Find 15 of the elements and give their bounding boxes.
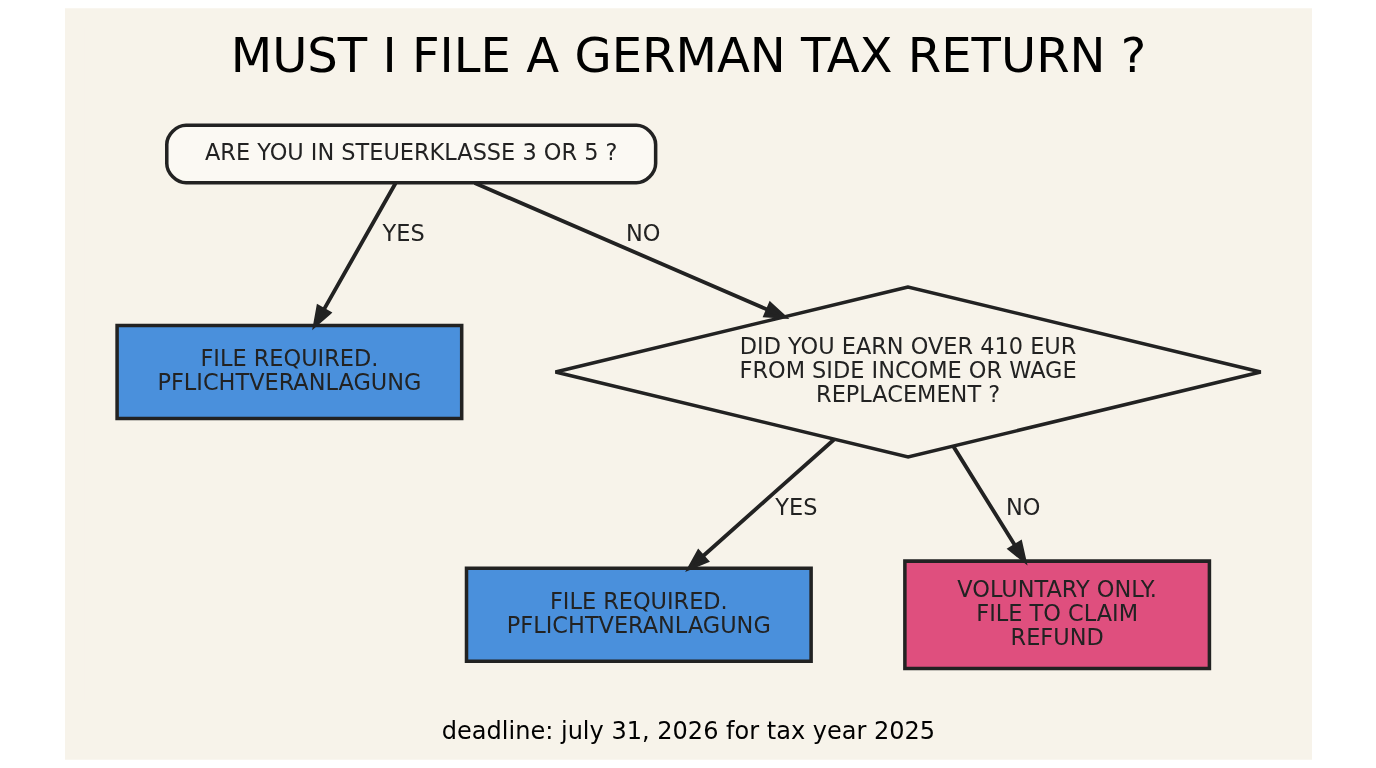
diagram-title: MUST I FILE A GERMAN TAX RETURN ? (230, 27, 1146, 84)
arrow (951, 445, 1028, 566)
node-box: VOLUNTARY ONLY. FILE TO CLAIM REFUND (902, 559, 1211, 671)
edge-label: YES (382, 219, 425, 246)
arrow (473, 181, 789, 320)
arrow (311, 182, 397, 331)
arrow (684, 438, 835, 573)
caption: deadline: july 31, 2026 for tax year 2025 (441, 717, 935, 746)
node-box: ARE YOU IN STEUERKLASSE 3 OR 5 ? (164, 123, 657, 185)
edge-label: NO (625, 219, 660, 246)
edge-label: YES (774, 493, 817, 520)
node-box: FILE REQUIRED. PFLICHTVERANLAGUNG (114, 323, 463, 421)
node-box: FILE REQUIRED. PFLICHTVERANLAGUNG (464, 566, 813, 664)
node-diamond: DID YOU EARN OVER 410 EUR FROM SIDE INCOME OR WAGE REPLACEMENT ? (553, 285, 1262, 459)
edge-label: NO (1005, 493, 1040, 520)
